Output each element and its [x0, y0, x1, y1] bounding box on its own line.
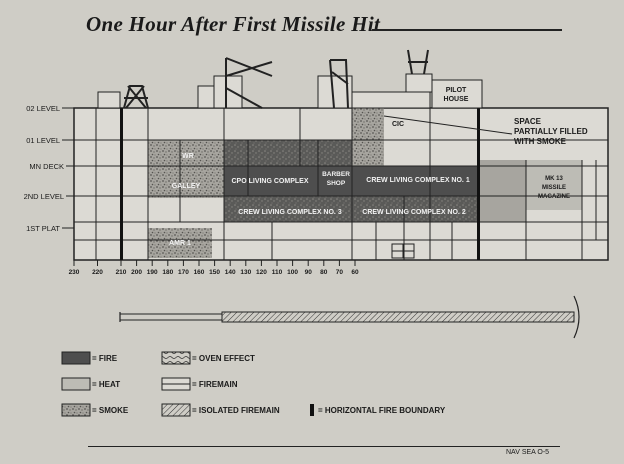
legend-label-isolated: = ISOLATED FIREMAIN: [192, 406, 280, 415]
legend-swatch-oven: [161, 351, 191, 365]
frame-number-label: 200: [131, 269, 142, 276]
smoke-region-amr: [148, 228, 212, 258]
frame-number-label: 150: [209, 269, 220, 276]
legend-swatch-firemain: [161, 377, 191, 391]
frame-number-label: 220: [92, 269, 103, 276]
frame-number-label: 100: [287, 269, 298, 276]
callout-line-1: SPACE: [514, 117, 542, 126]
legend-label-fire: = FIRE: [92, 354, 118, 363]
frame-number-label: 170: [178, 269, 189, 276]
callout-line-2: PARTIALLY FILLED: [514, 127, 588, 136]
legend-swatch-smoke: [61, 403, 91, 417]
label-pilot-line-2: HOUSE: [444, 96, 469, 103]
legend-swatch-isolated: [161, 403, 191, 417]
label-wr: WR: [182, 153, 194, 160]
diagram-title: One Hour After First Missile Hit: [86, 12, 381, 36]
frame-number-scale: 230 220 210 200 190 180 170 160 150 140 130 120 110 1…: [69, 260, 359, 276]
frame-number-label: 60: [351, 269, 359, 276]
smoke-region-cic: [352, 108, 384, 166]
superstructure: [97, 73, 483, 109]
callout-leader-line: [383, 115, 513, 135]
level-label-1st-plat: 1ST PLAT: [26, 224, 60, 233]
label-mk13-line-2: MISSILE: [542, 185, 566, 191]
bulkhead-lines: [95, 108, 597, 260]
frame-number-label: 230: [69, 269, 80, 276]
label-galley: GALLEY: [172, 183, 201, 190]
label-crew-complex-2: CREW LIVING COMPLEX NO. 2: [362, 209, 466, 216]
legend-swatch-boundary: [310, 404, 314, 416]
frame-number-label: 90: [305, 269, 313, 276]
fire-region-crew2: [352, 196, 478, 222]
level-label-2nd: 2ND LEVEL: [24, 192, 64, 201]
fire-boundary-100: [477, 108, 480, 260]
label-cpo-living-complex: CPO LIVING COMPLEX: [231, 178, 308, 185]
firemain-bar: [119, 295, 580, 339]
fire-region-crew3: [224, 196, 352, 222]
fire-region-crew1: [352, 166, 478, 196]
frame-number-label: 120: [256, 269, 267, 276]
label-cic: CIC: [392, 121, 404, 128]
legend-swatch-heat: [61, 377, 91, 391]
label-mk13-line-3: MAGAZINE: [538, 194, 570, 200]
fire-region-cpo: [224, 166, 352, 196]
legend: [61, 351, 314, 417]
legend-label-firemain: = FIREMAIN: [192, 380, 238, 389]
heat-region-magazine: [526, 160, 582, 210]
smoke-region-galley: [148, 140, 224, 198]
legend-label-smoke: = SMOKE: [92, 406, 129, 415]
source-credit: NAV SEA O-5: [506, 449, 550, 456]
label-mk13-line-1: MK 13: [545, 176, 563, 182]
frame-number-label: 210: [116, 269, 127, 276]
smoke-region-01-level: [224, 140, 352, 166]
frame-number-label: 140: [225, 269, 236, 276]
frame-number-label: 70: [336, 269, 344, 276]
callout-line-3: WITH SMOKE: [514, 137, 567, 146]
legend-label-oven: = OVEN EFFECT: [192, 354, 255, 363]
legend-swatch-fire: [61, 351, 91, 365]
label-crew-complex-1: CREW LIVING COMPLEX NO. 1: [366, 177, 470, 184]
frame-number-label: 160: [194, 269, 205, 276]
level-label-main-deck: MN DECK: [29, 162, 64, 171]
label-amr: AMR 1: [169, 240, 191, 247]
level-ticks: [62, 107, 74, 229]
legend-label-boundary: = HORIZONTAL FIRE BOUNDARY: [318, 406, 446, 415]
heat-region-forward: [480, 160, 526, 222]
masts: [123, 49, 429, 109]
level-label-01: 01 LEVEL: [26, 136, 60, 145]
bottom-rule: [88, 446, 560, 447]
deck-lines: [74, 139, 608, 241]
label-pilot-line-1: PILOT: [446, 87, 467, 94]
label-barber-line-2: SHOP: [327, 180, 346, 187]
label-crew-complex-3: CREW LIVING COMPLEX NO. 3: [238, 209, 342, 216]
title-underline: [372, 29, 562, 31]
frame-number-label: 80: [320, 269, 328, 276]
fire-boundary-210: [120, 108, 123, 260]
label-barber-line-1: BARBER: [322, 171, 350, 178]
level-label-02: 02 LEVEL: [26, 104, 60, 113]
frame-number-label: 130: [240, 269, 251, 276]
frame-number-label: 180: [162, 269, 173, 276]
frame-number-label: 110: [272, 269, 283, 276]
legend-label-heat: = HEAT: [92, 380, 120, 389]
frame-number-label: 190: [147, 269, 158, 276]
